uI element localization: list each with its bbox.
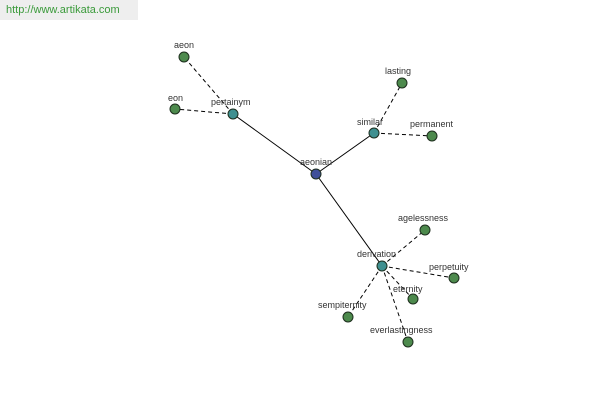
node-eternity[interactable] xyxy=(407,293,419,305)
node-label-lasting: lasting xyxy=(385,66,411,76)
node-aeon[interactable] xyxy=(178,51,190,63)
node-sempiternity[interactable] xyxy=(342,311,354,323)
nodes-layer xyxy=(169,51,460,348)
node-derivation[interactable] xyxy=(376,260,388,272)
edge-derivation-eternity xyxy=(381,265,414,300)
edge-pertainym-eon xyxy=(174,108,234,115)
node-label-eternity: eternity xyxy=(393,284,423,294)
edge-derivation-agelessness xyxy=(381,229,426,267)
edge-similar-lasting xyxy=(373,82,403,134)
watermark-url[interactable]: http://www.artikata.com xyxy=(0,0,138,20)
node-perpetuity[interactable] xyxy=(448,272,460,284)
node-label-sempiternity: sempiternity xyxy=(318,300,367,310)
edge-similar-permanent xyxy=(373,132,433,137)
node-label-eon: eon xyxy=(168,93,183,103)
node-eon[interactable] xyxy=(169,103,181,115)
node-label-aeon: aeon xyxy=(174,40,194,50)
node-lasting[interactable] xyxy=(396,77,408,89)
node-everlastingness[interactable] xyxy=(402,336,414,348)
node-permanent[interactable] xyxy=(426,130,438,142)
edge-pertainym-aeon xyxy=(183,56,234,115)
edge-aeonian-similar xyxy=(315,132,375,175)
edge-aeonian-derivation xyxy=(315,173,383,267)
edge-aeonian-pertainym xyxy=(232,113,317,175)
edge-derivation-perpetuity xyxy=(381,265,455,279)
edge-derivation-everlastingness xyxy=(381,265,409,343)
node-label-aeonian: aeonian xyxy=(300,157,332,167)
node-label-derivation: derivation xyxy=(357,249,396,259)
node-label-permanent: permanent xyxy=(410,119,454,129)
node-similar[interactable] xyxy=(368,127,380,139)
node-label-perpetuity: perpetuity xyxy=(429,262,469,272)
node-label-similar: similar xyxy=(357,117,383,127)
node-label-pertainym: pertainym xyxy=(211,97,251,107)
node-agelessness[interactable] xyxy=(419,224,431,236)
node-label-everlastingness: everlastingness xyxy=(370,325,433,335)
node-aeonian[interactable] xyxy=(310,168,322,180)
edge-derivation-sempiternity xyxy=(347,265,383,318)
edges-layer xyxy=(174,56,455,343)
node-pertainym[interactable] xyxy=(227,108,239,120)
labels-layer: aeonian pertainym similar derivation aeon eon… xyxy=(168,40,469,335)
node-label-agelessness: agelessness xyxy=(398,213,449,223)
